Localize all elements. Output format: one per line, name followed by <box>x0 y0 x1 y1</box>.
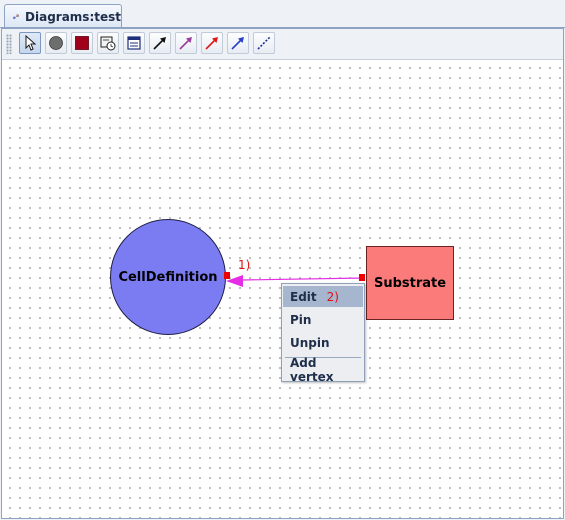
pointer-arrow-icon <box>25 35 37 51</box>
edge-handle-target[interactable] <box>224 272 230 279</box>
select-tool[interactable] <box>19 32 41 54</box>
blue-arrow-tool[interactable] <box>227 32 249 54</box>
red-arrow-icon <box>205 37 218 50</box>
black-arrow-tool[interactable] <box>149 32 171 54</box>
node-substrate[interactable]: Substrate <box>366 246 454 320</box>
diagram-icon <box>13 14 19 19</box>
menu-item-label: Add vertex <box>290 355 334 384</box>
menu-item-label: Unpin <box>290 335 330 350</box>
node-label: CellDefinition <box>118 269 218 285</box>
menu-item-label: Edit <box>290 289 317 304</box>
clock-node-tool[interactable] <box>97 32 119 54</box>
clock-icon <box>100 36 116 51</box>
diagram-editor: CellDefinition Substrate 1) Edit 2) Pin … <box>1 28 564 519</box>
note-icon <box>127 36 141 50</box>
edge-line[interactable] <box>241 277 365 281</box>
menu-item-unpin[interactable]: Unpin <box>283 332 363 353</box>
dashed-line-tool[interactable] <box>253 32 275 54</box>
note-node-tool[interactable] <box>123 32 145 54</box>
purple-arrow-icon <box>179 37 192 50</box>
menu-item-pin[interactable]: Pin <box>283 309 363 330</box>
circle-node-tool[interactable] <box>45 32 67 54</box>
diagram-canvas[interactable]: CellDefinition Substrate 1) Edit 2) Pin … <box>2 60 563 518</box>
tab-diagrams-test[interactable]: Diagrams:test <box>4 4 122 28</box>
menu-item-add-vertex[interactable]: Add vertex <box>283 356 363 384</box>
toolbar-grip[interactable] <box>6 34 12 54</box>
gray-circle-icon <box>49 36 63 50</box>
square-node-tool[interactable] <box>71 32 93 54</box>
menu-annotation: 2) <box>326 289 339 304</box>
dashed-line-icon <box>257 36 271 50</box>
node-label: Substrate <box>373 275 447 291</box>
tab-title: Diagrams:test <box>25 9 121 24</box>
edge-annotation: 1) <box>238 258 251 272</box>
node-cell-definition[interactable]: CellDefinition <box>110 219 226 335</box>
edge-arrowhead <box>226 275 243 287</box>
black-arrow-icon <box>153 37 166 50</box>
context-menu: Edit 2) Pin Unpin Add vertex <box>281 283 365 384</box>
red-arrow-tool[interactable] <box>201 32 223 54</box>
edge-handle-source[interactable] <box>359 274 365 281</box>
red-square-icon <box>75 36 89 50</box>
menu-item-edit[interactable]: Edit 2) <box>283 286 363 307</box>
edge-layer <box>224 272 365 287</box>
tab-strip: Diagrams:test <box>0 0 565 28</box>
menu-separator <box>285 357 361 358</box>
menu-item-label: Pin <box>290 312 312 327</box>
purple-arrow-tool[interactable] <box>175 32 197 54</box>
blue-arrow-icon <box>231 37 244 50</box>
palette-toolbar <box>2 29 563 60</box>
tab-divider <box>0 27 565 28</box>
